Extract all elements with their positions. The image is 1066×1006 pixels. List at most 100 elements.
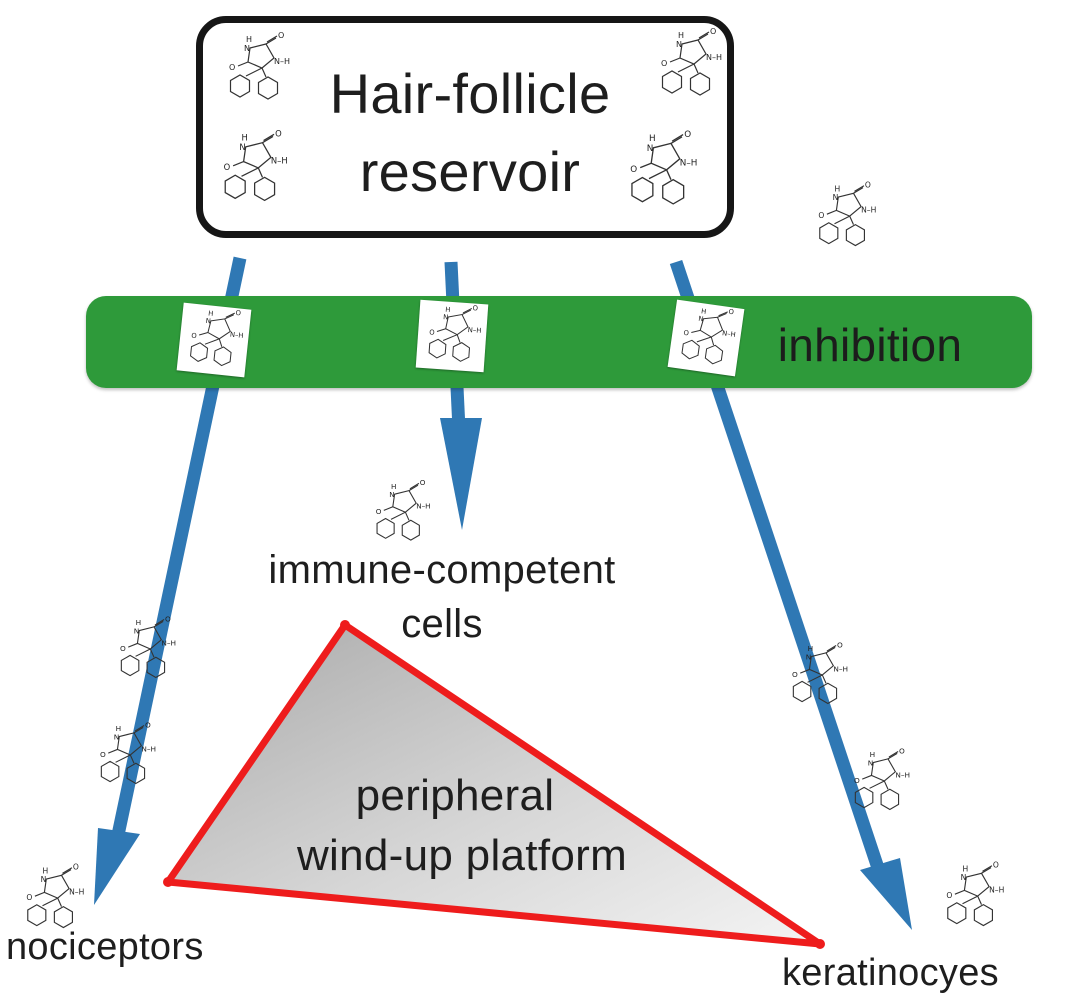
phenyl-ring-left — [661, 70, 683, 94]
arrow-to-keratinocytes-head — [860, 858, 912, 930]
phenyl-ring-left — [819, 222, 839, 245]
phenyl-ring-right — [662, 178, 685, 205]
atom-o-left: O — [376, 507, 382, 516]
phenyl-ring-left — [120, 654, 140, 677]
atom-o-top: O — [420, 478, 426, 487]
wind-up-platform-triangle — [164, 621, 824, 948]
atom-n: N — [239, 142, 245, 152]
phenyl-ring-left — [189, 342, 209, 362]
atom-o-left: O — [854, 776, 860, 785]
atom-nh: N–H — [706, 53, 722, 62]
triangle-vertex-top — [340, 620, 350, 630]
atom-o-top: O — [865, 181, 871, 190]
hydantoin-ring — [43, 874, 70, 899]
atom-o-top: O — [684, 130, 691, 140]
atom-nh: N–H — [161, 638, 176, 647]
hydantoin-ring — [650, 142, 681, 171]
immune-cells-label-line2: cells — [401, 602, 483, 646]
atom-o-left: O — [120, 644, 126, 653]
atom-o-top: O — [993, 861, 999, 870]
phenyl-ring-left — [229, 74, 251, 98]
atom-nh: N–H — [467, 326, 481, 335]
atom-o-top: O — [837, 640, 843, 649]
atom-o-left: O — [26, 893, 32, 902]
atom-o-left: O — [630, 165, 637, 175]
inhibition-label: inhibition — [777, 319, 963, 371]
atom-nh: N–H — [271, 156, 288, 166]
atom-o-left: O — [818, 211, 824, 220]
hydantoin-ring — [835, 192, 862, 217]
atom-nh: N–H — [69, 887, 84, 896]
atom-o-top: O — [73, 863, 79, 872]
keratinocytes-label: keratinocyes — [782, 952, 999, 994]
phenyl-ring-left — [631, 176, 654, 203]
phenyl-ring-right — [53, 905, 73, 929]
atom-o-top: O — [165, 614, 171, 623]
atom-h: H — [242, 133, 248, 143]
phenyl-ring-right — [818, 682, 838, 705]
hydantoin-ring — [679, 39, 707, 65]
phenyl-ring-left — [27, 904, 47, 927]
atom-n: N — [698, 315, 704, 324]
atom-o-top: O — [235, 309, 241, 318]
nociceptors-label: nociceptors — [6, 926, 204, 968]
hydantoin-ring — [247, 43, 275, 69]
atom-o-left: O — [946, 891, 952, 900]
atom-n: N — [833, 193, 839, 202]
hydantoin-ring — [242, 141, 272, 169]
reservoir-title-line2: reservoir — [359, 140, 581, 203]
atom-nh: N–H — [416, 502, 430, 511]
atom-h: H — [870, 750, 876, 759]
phenyl-ring-right — [401, 519, 420, 541]
atom-h: H — [963, 864, 969, 873]
atom-nh: N–H — [861, 205, 876, 214]
atom-h: H — [246, 35, 252, 44]
triangle-vertex-right — [815, 939, 825, 949]
atom-n: N — [114, 732, 120, 741]
atom-o-left: O — [429, 328, 435, 336]
atom-o-top: O — [899, 746, 905, 755]
triangle-vertex-left — [163, 877, 173, 887]
phenyl-ring-left — [792, 680, 812, 703]
phenyl-ring-right — [880, 788, 900, 811]
atom-o-top: O — [278, 31, 284, 40]
phenyl-ring-right — [146, 656, 166, 679]
phenyl-ring-right — [257, 76, 279, 100]
atom-o-top: O — [728, 308, 734, 317]
atom-h: H — [43, 866, 49, 875]
phenyl-ring-left — [224, 174, 246, 200]
atom-n: N — [961, 873, 967, 882]
immune-cells-label-line1: immune-competent — [268, 548, 616, 592]
atom-o-left: O — [683, 329, 689, 338]
atom-nh: N–H — [833, 664, 848, 673]
atom-o-left: O — [191, 332, 197, 341]
phenyl-ring-right — [689, 72, 711, 96]
atom-h: H — [445, 306, 451, 314]
platform-label-line1: peripheral — [355, 771, 555, 820]
atom-nh: N–H — [989, 885, 1004, 894]
atom-h: H — [808, 644, 814, 653]
atom-n: N — [676, 40, 682, 49]
atom-o-left: O — [100, 750, 106, 759]
atom-o-left: O — [229, 63, 235, 72]
atom-h: H — [136, 618, 142, 627]
atom-nh: N–H — [895, 770, 910, 779]
atom-o-left: O — [661, 59, 667, 68]
atom-n: N — [389, 490, 394, 499]
